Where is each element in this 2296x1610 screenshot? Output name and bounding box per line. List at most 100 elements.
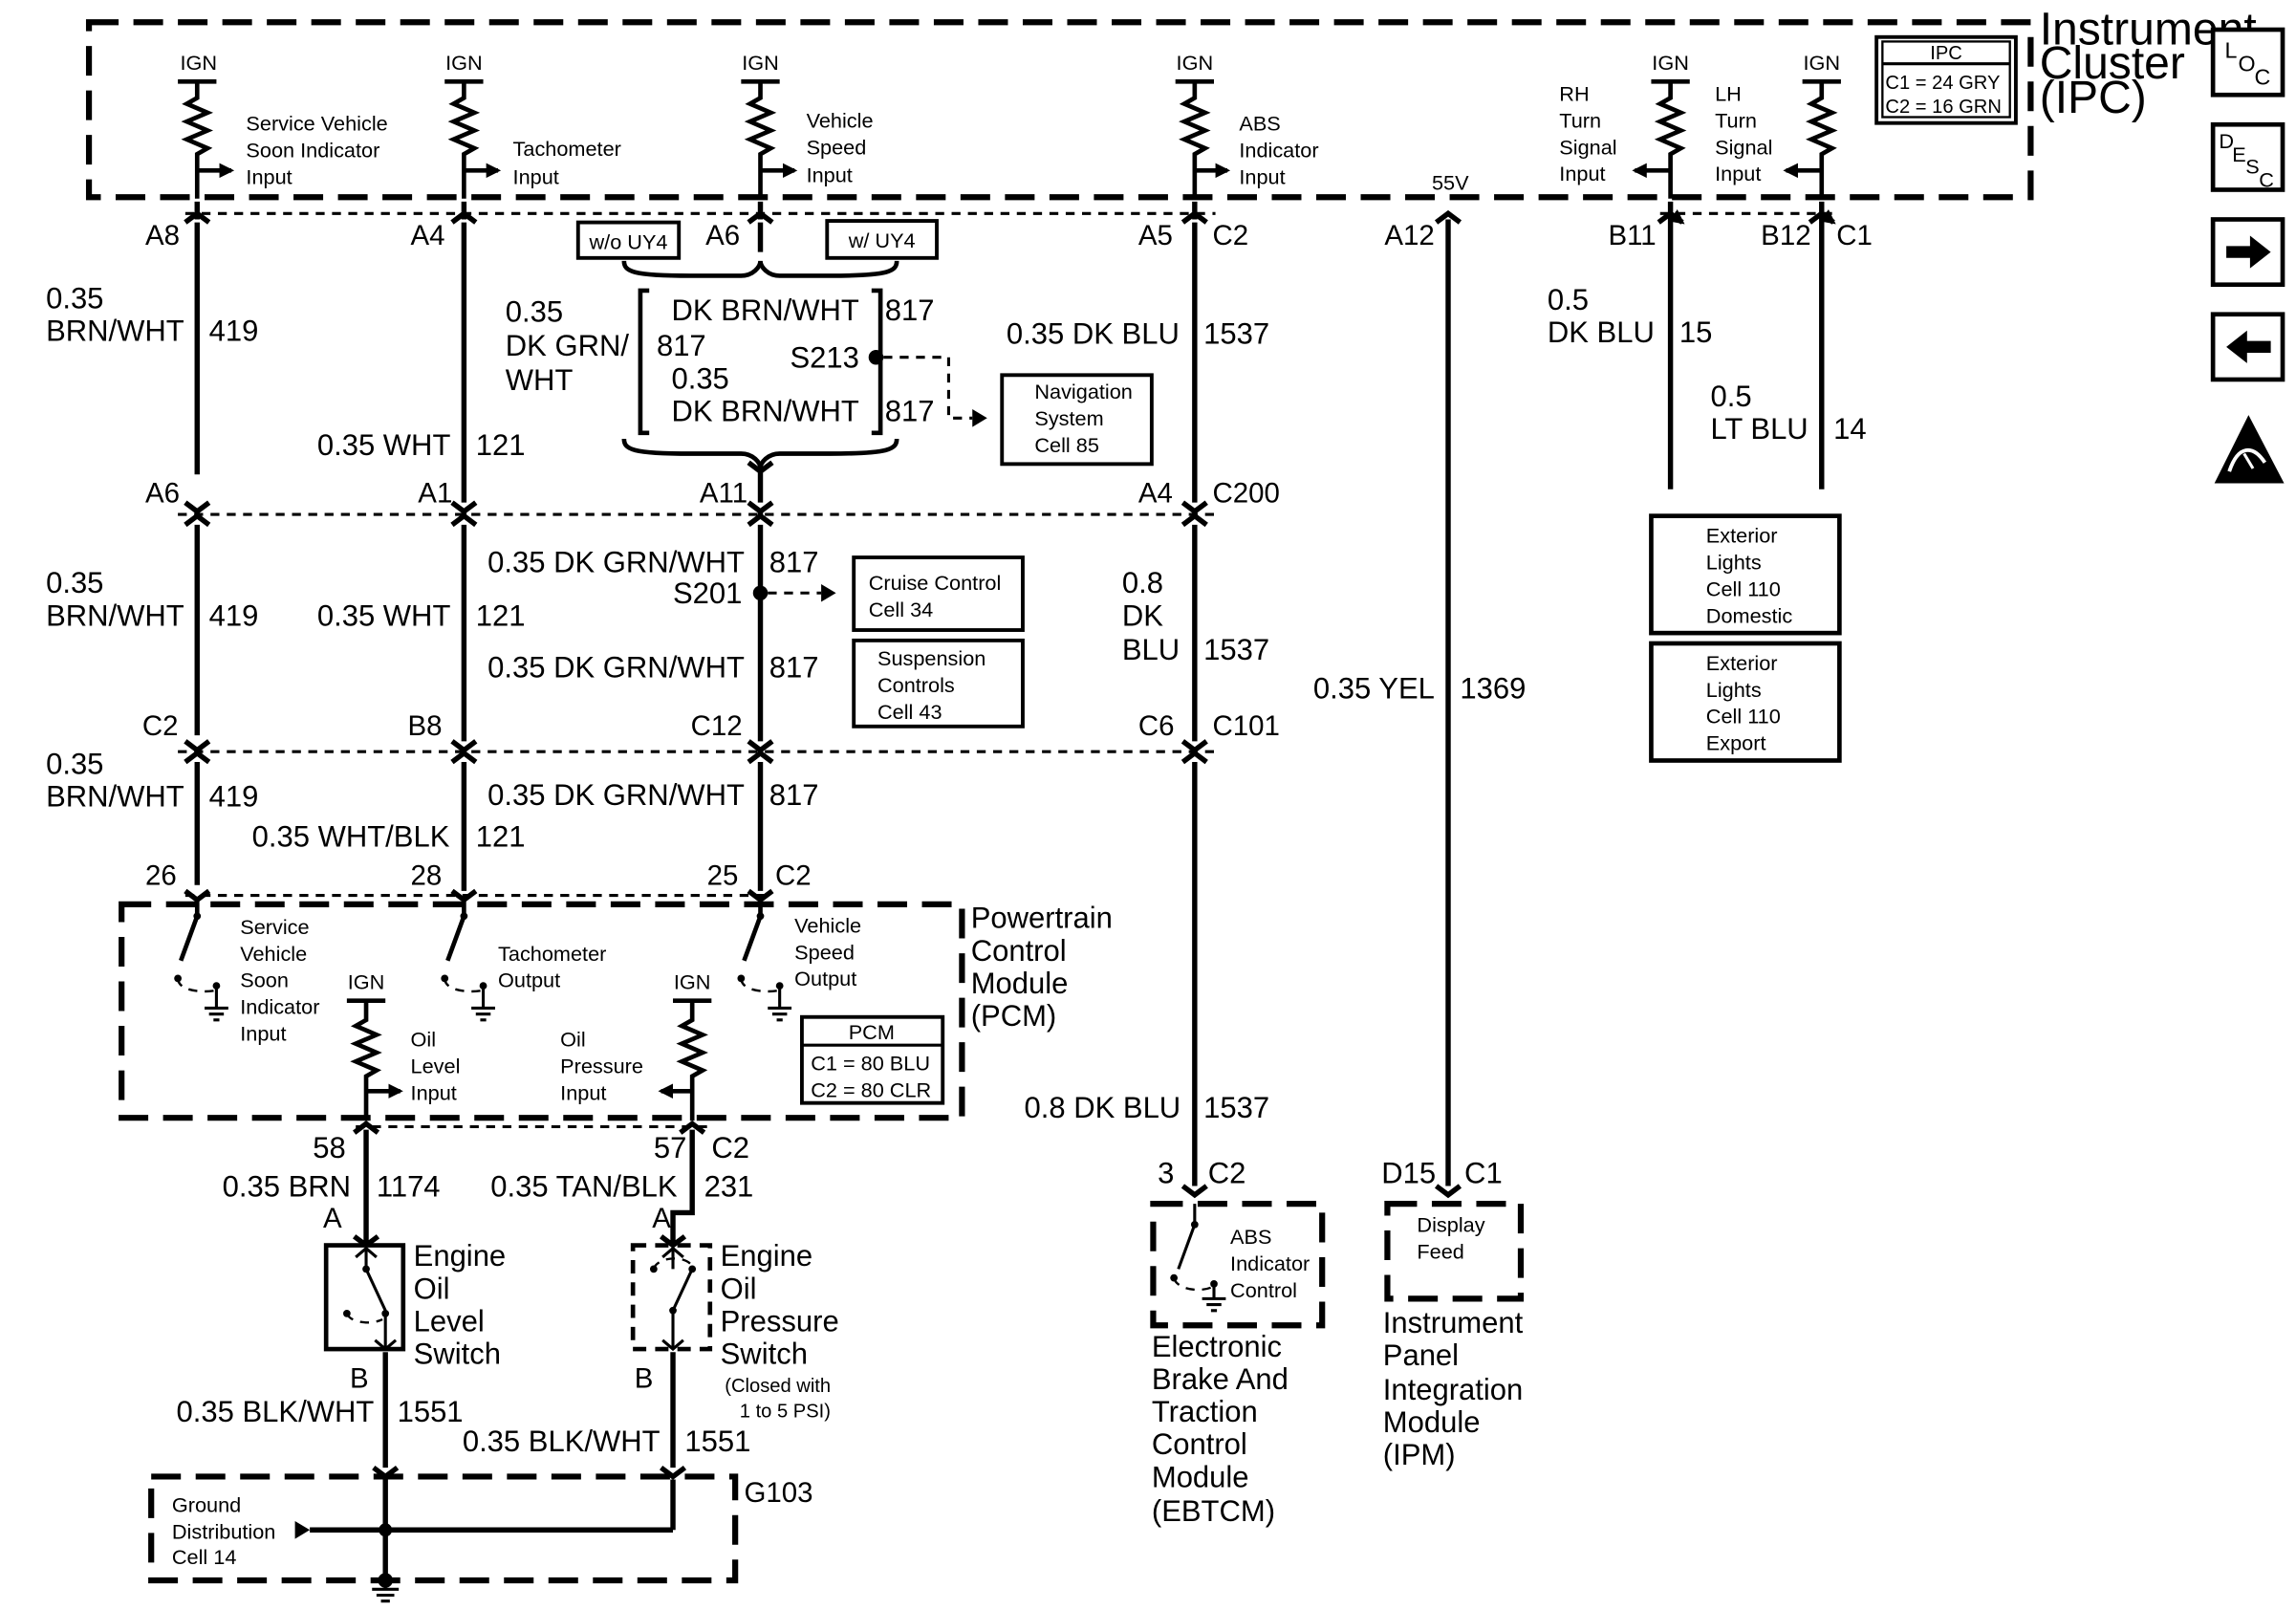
pcm-oil-pressure-input: IGN Oil Pressure Input [560, 969, 712, 1121]
svg-text:IGN: IGN [1803, 51, 1840, 75]
wire-1537-label-c: 0.8 DK BLU [1025, 1091, 1181, 1124]
wire-1537-circuit-c: 1537 [1203, 1091, 1269, 1124]
wire-817-circuit-c200: 817 [769, 546, 819, 579]
esd-warning-icon [2214, 415, 2285, 484]
pcm-connector-legend: PCM C1 = 80 BLU C2 = 80 CLR [799, 1014, 945, 1105]
svg-text:B: B [350, 1362, 369, 1394]
pin-57: 57 [654, 1131, 686, 1164]
svg-text:O: O [2238, 51, 2255, 76]
w-uy4-label: w/ UY4 [848, 228, 916, 252]
svg-text:C1 = 80 BLU: C1 = 80 BLU [811, 1052, 930, 1076]
svg-text:C2: C2 [142, 710, 179, 742]
ebtcm-module-box [1150, 1201, 1326, 1329]
wire-121-circuit-a: 121 [476, 428, 526, 462]
wire-817-label-s201: 0.35 DK GRN/WHT [487, 651, 745, 685]
wire-1537-circuit-b: 1537 [1203, 633, 1269, 666]
cruise-ref: Cruise Control Cell 34 [869, 571, 1007, 621]
svg-text:C2 = 80 CLR: C2 = 80 CLR [811, 1077, 931, 1101]
svg-text:A12: A12 [1384, 220, 1434, 251]
ipm-display-feed: Display Feed [1417, 1213, 1490, 1264]
svg-text:Engine Oil Level: Engine Oil Level Switch [414, 1239, 514, 1370]
engine-oil-level-switch: A Engine Oil Level Switch B [323, 1203, 514, 1394]
connector-c2-switches: C2 [711, 1131, 749, 1164]
wire-231 [659, 1120, 706, 1249]
wire-1369 [1434, 209, 1462, 1199]
wire-1174-circuit: 1174 [377, 1169, 441, 1203]
splice-s213: S213 [791, 341, 859, 375]
wire-121-label-b: 0.35 WHT [317, 598, 451, 632]
svg-text:IGN: IGN [181, 51, 218, 75]
wire-14-circuit: 14 [1833, 412, 1866, 446]
ground-distribution: G103 Ground Distribution Cell 14 [148, 1473, 813, 1603]
svg-text:C: C [2259, 167, 2274, 191]
pcm-oil-level-input: IGN Oil Level Input [346, 969, 466, 1121]
ipc-input-abs: IGN ABS Indicator Input [1175, 51, 1324, 199]
engine-oil-pressure-switch: A Engine Oil Pressure Switch (Closed wit… [630, 1203, 839, 1422]
svg-text:Vehicle Speed Outp: Vehicle Speed Output [794, 913, 867, 990]
ipc-input-tach: IGN Tachometer Input [444, 51, 621, 199]
svg-text:A1: A1 [418, 478, 452, 510]
svg-text:B11: B11 [1608, 220, 1656, 251]
uy4-option-bracket: w/o UY4 w/ UY4 S213 [575, 219, 987, 469]
svg-text:IGN: IGN [674, 969, 711, 993]
wire-817-label-c101: 0.35 DK GRN/WHT [487, 778, 745, 812]
svg-text:IGN: IGN [742, 51, 779, 75]
wo-uy4-label: w/o UY4 [589, 230, 668, 254]
wire-1551-label-b: 0.35 BLK/WHT [463, 1425, 661, 1458]
ipm-title: Instrument Panel Integration Module (IPM… [1383, 1306, 1531, 1471]
next-arrow-icon[interactable] [2210, 217, 2285, 288]
pcm-vss-switch: Vehicle Speed Output [737, 900, 867, 1022]
svg-text:B12: B12 [1761, 220, 1810, 251]
svg-text:Service Vehicle Soon Ind: Service Vehicle Soon Indicator Input [246, 111, 393, 188]
svg-text:IGN: IGN [445, 51, 483, 75]
wire-1537-label-a: 0.35 DK BLU [1007, 317, 1180, 351]
svg-text:B8: B8 [407, 710, 442, 742]
wire-419-circuit-c: 419 [209, 780, 259, 814]
previous-arrow-icon[interactable] [2210, 312, 2285, 382]
splice-s213-dot [868, 349, 884, 365]
svg-text:ABS Indicator Inpu: ABS Indicator Input [1239, 111, 1324, 188]
wire-817-circuit-top: 817 [885, 294, 935, 327]
svg-text:Oil Level Input: Oil Level Input [411, 1028, 466, 1105]
pin-d15: D15 [1381, 1156, 1436, 1189]
wire-15 [1657, 201, 1682, 490]
ipc-input-vss: IGN Vehicle Speed Input [741, 51, 879, 199]
loc-icon[interactable]: L O C [2210, 27, 2285, 98]
svg-text:A: A [323, 1203, 342, 1234]
svg-text:C6: C6 [1138, 710, 1175, 742]
pcm-title: Powertrain Control Module (PCM) [971, 902, 1121, 1033]
svg-text:C101: C101 [1212, 710, 1279, 742]
svg-text:C1 = 24 GRY: C1 = 24 GRY [1885, 73, 2000, 94]
wire-1174 [353, 1120, 380, 1249]
wire-1369-circuit: 1369 [1460, 671, 1526, 705]
ipm-module-box [1384, 1201, 1525, 1302]
svg-text:A6: A6 [145, 478, 180, 510]
desc-icon[interactable]: D E S C [2210, 121, 2285, 192]
svg-text:LH Turn Signal: LH Turn Signal Input [1715, 81, 1778, 185]
nav-system-ref-box [1000, 373, 1154, 467]
svg-text:26: 26 [145, 860, 177, 892]
wire-121-circuit-c: 121 [476, 819, 526, 853]
connector-c2-ebtcm: C2 [1208, 1156, 1246, 1189]
c200-pins: A6 A1 A11 A4 C200 [145, 478, 1280, 510]
svg-text:S: S [2245, 154, 2259, 178]
wire-14 [1808, 201, 1833, 490]
svg-text:Vehicle Speed Inpu: Vehicle Speed Input [807, 108, 879, 186]
svg-text:E: E [2232, 142, 2245, 166]
exterior-lights-domestic-ref: Exterior Lights Cell 110 Domestic [1706, 524, 1793, 628]
svg-text:A4: A4 [411, 220, 445, 251]
splice-s201: S201 [673, 577, 742, 610]
wire-1369-label: 0.35 YEL [1313, 671, 1435, 705]
wire-231-label: 0.35 TAN/BLK [490, 1169, 678, 1203]
svg-text:ABS Indicator Cont: ABS Indicator Control [1230, 1225, 1315, 1302]
nav-system-ref: Navigation System Cell 85 [1034, 380, 1138, 457]
wire-231-circuit: 231 [704, 1169, 754, 1203]
exterior-lights-export-ref: Exterior Lights Cell 110 Export [1706, 651, 1787, 755]
ipc-input-svc: IGN Service Vehicle Soon Indicator Input [178, 51, 393, 199]
wire-15-circuit: 15 [1679, 315, 1712, 349]
ebtcm-title: Electronic Brake And Traction Control Mo… [1152, 1330, 1297, 1528]
